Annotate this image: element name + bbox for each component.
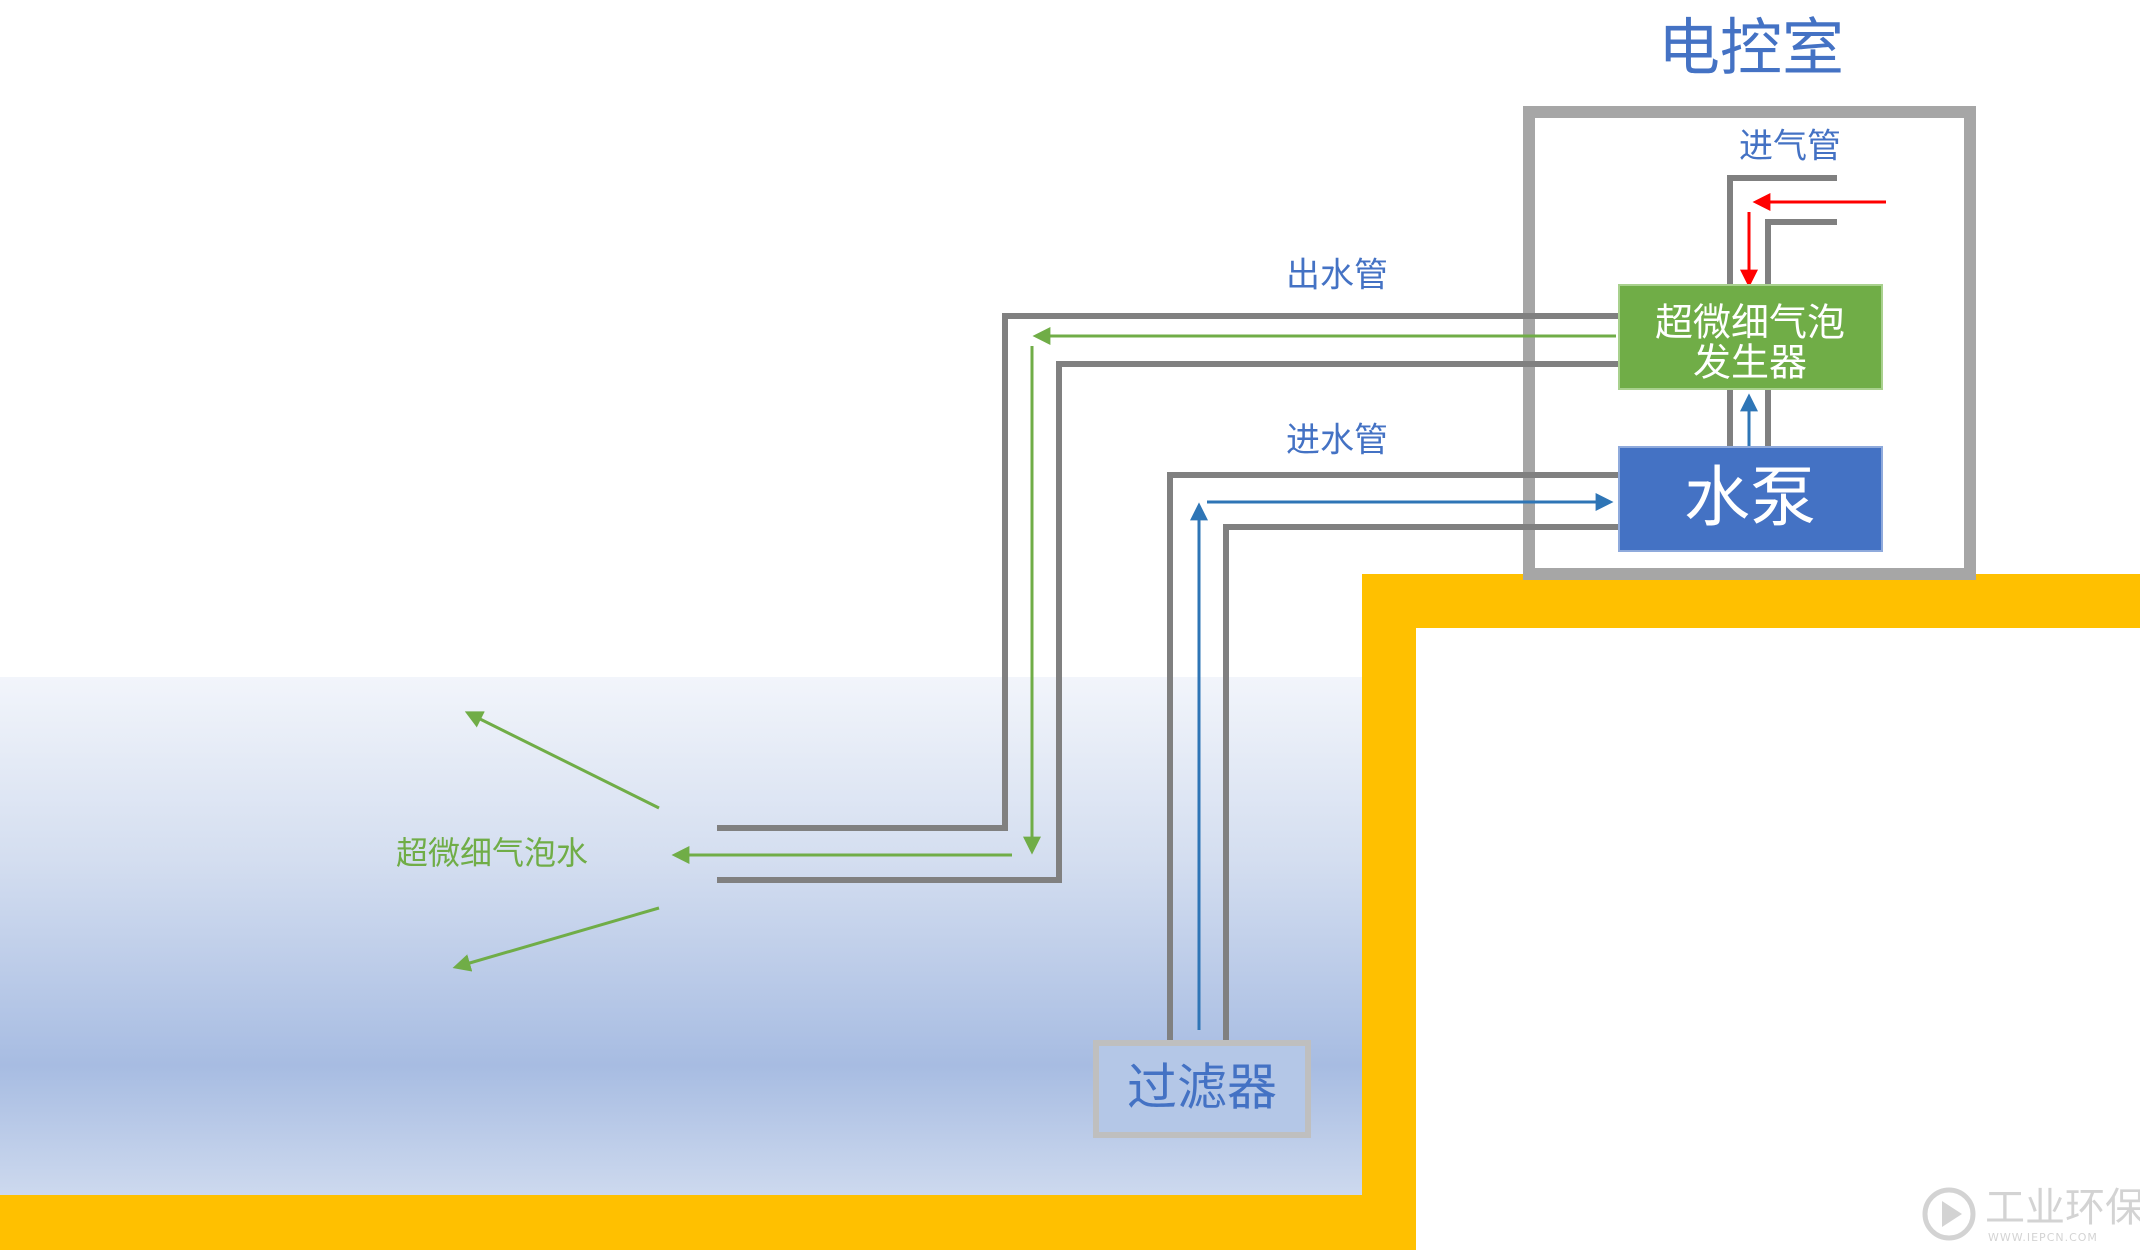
air-inlet-pipe-label: 进气管 [1739, 127, 1841, 167]
dispersion-arrow-up [464, 711, 660, 810]
watermark-logo: 工业环保网 WWW.IEPCN.COM [1922, 1185, 2140, 1244]
watermark-play-icon [1922, 1187, 1976, 1241]
air-inlet-pipe [1727, 175, 1837, 286]
generator-label-line1: 超微细气泡 [1655, 301, 1845, 345]
control-room-wall [1523, 106, 1976, 580]
watermark-name: 工业环保网 [1985, 1185, 2140, 1231]
outlet-pipe-label: 出水管 [1286, 256, 1388, 296]
inlet-pipe [1167, 472, 1619, 1042]
air-flow-arrow [1740, 193, 1886, 288]
microbubble-water-label: 超微细气泡水 [396, 834, 588, 872]
pump-label: 水泵 [1684, 459, 1816, 536]
control-room-title: 电控室 [1658, 11, 1844, 84]
filter-label: 过滤器 [1127, 1059, 1277, 1117]
filter: 过滤器 [1093, 1040, 1311, 1138]
outlet-flow-arrow [671, 327, 1616, 864]
inlet-pipe-label: 进水管 [1286, 421, 1388, 461]
dispersion-arrow-down [452, 906, 660, 972]
pump-generator-connector [1727, 389, 1771, 448]
generator-label-line2: 发生器 [1693, 341, 1807, 385]
inlet-flow-arrow [1190, 493, 1614, 1030]
outlet-pipe [717, 313, 1619, 883]
watermark-url: WWW.IEPCN.COM [1988, 1231, 2098, 1244]
water-pump: 水泵 [1618, 446, 1883, 552]
microbubble-generator: 超微细气泡 发生器 [1618, 284, 1883, 390]
